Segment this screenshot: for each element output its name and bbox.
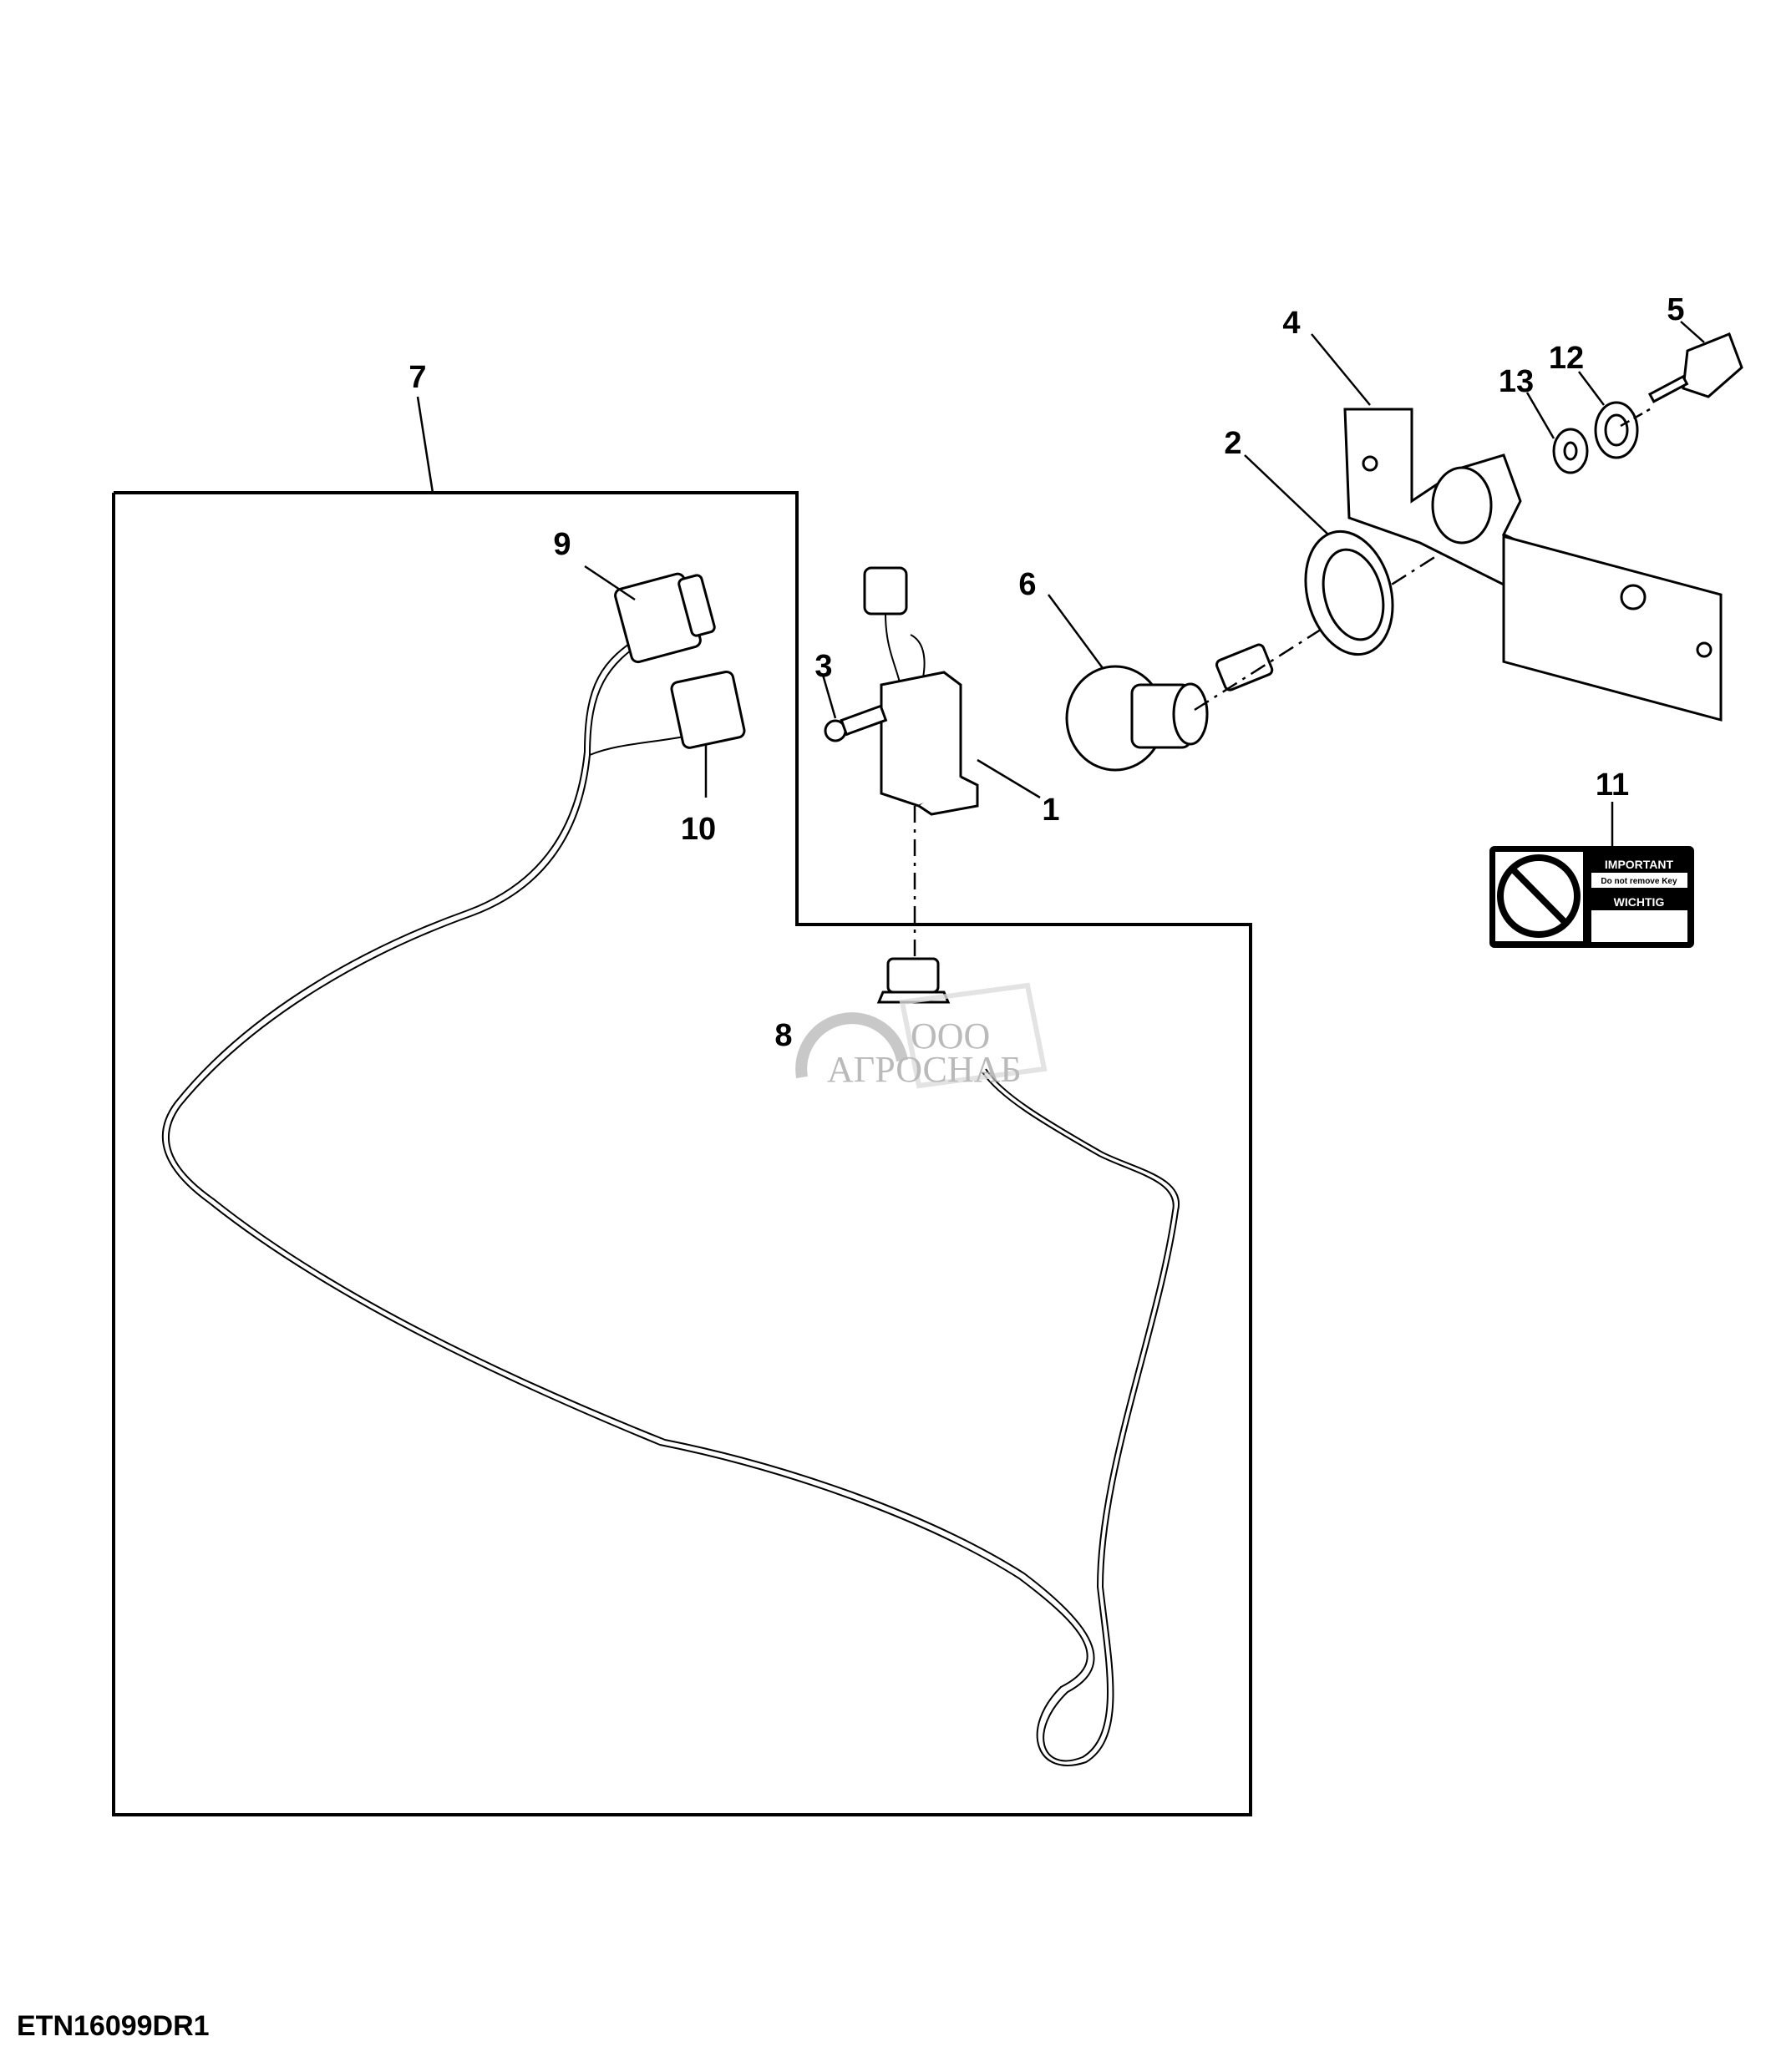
callout-13: 13 (1499, 364, 1534, 399)
watermark-prefix: ООО (911, 1016, 990, 1056)
callout-1: 1 (1042, 793, 1059, 828)
watermark-logo: ООО АГРОСНАБ (795, 982, 1048, 1090)
watermark-name: АГРОСНАБ (827, 1049, 1022, 1090)
callout-9: 9 (553, 527, 571, 562)
ignition-switch-6 (1047, 533, 1471, 772)
decal-line-en: Do not remove Key (1601, 877, 1677, 886)
callout-3: 3 (814, 649, 832, 684)
nut-12 (1578, 371, 1639, 459)
bezel-2 (1244, 454, 1394, 656)
callout-4: 4 (1282, 306, 1300, 341)
decal-11: IMPORTANT Do not remove Key WICHTIG (1489, 802, 1694, 948)
bracket-4 (1311, 333, 1723, 722)
callout-6: 6 (1018, 567, 1036, 602)
callout-2: 2 (1224, 426, 1241, 461)
callout-7: 7 (408, 360, 426, 395)
callout-10: 10 (681, 812, 716, 847)
connector-10 (670, 670, 746, 798)
callout-5: 5 (1667, 292, 1684, 327)
washer-13 (1525, 392, 1589, 474)
connector-9 (584, 565, 716, 664)
key-5 (1620, 321, 1743, 428)
screw-3 (821, 674, 888, 742)
diagram-code: ETN16099DR1 (17, 2010, 210, 2042)
decal-heading-de: WICHTIG (1614, 895, 1665, 909)
callout-8: 8 (774, 1018, 792, 1053)
callout-11: 11 (1596, 768, 1629, 803)
wiring-harness (161, 634, 1180, 1766)
module-1 (863, 566, 1041, 960)
decal-heading-en: IMPORTANT (1605, 858, 1674, 871)
kit-boundary (112, 491, 1252, 1816)
callout-12: 12 (1549, 341, 1584, 376)
